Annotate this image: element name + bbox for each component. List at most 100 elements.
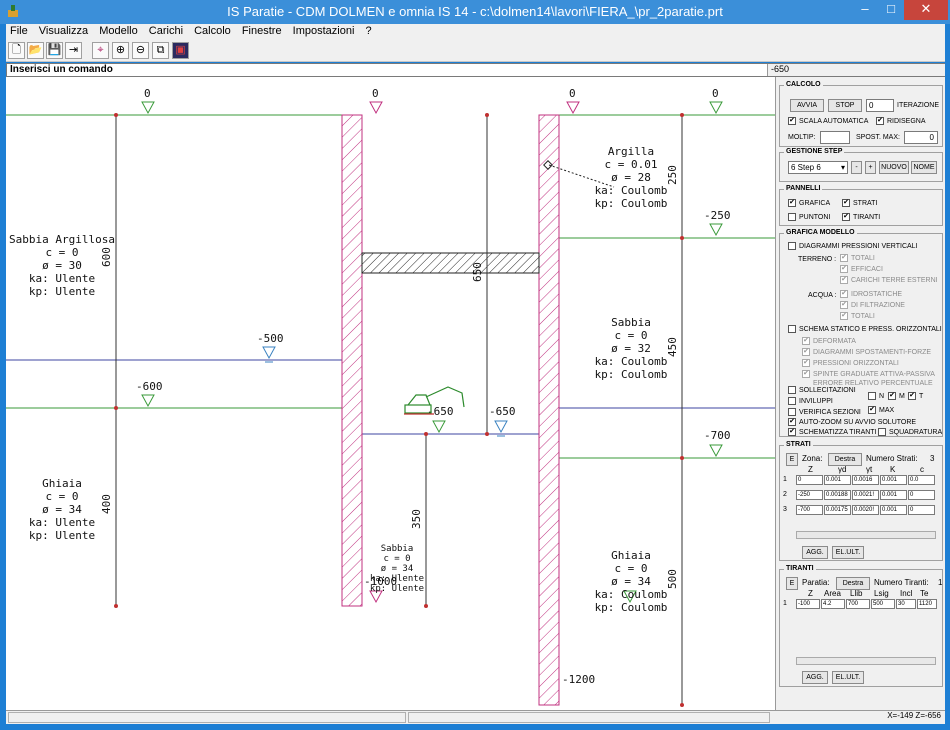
efficaci-checkbox[interactable]: ✔EFFICACI xyxy=(840,265,883,273)
table-cell[interactable]: 0.00188 xyxy=(824,490,851,500)
table-cell[interactable]: 0 xyxy=(796,475,823,485)
strati-elult-button[interactable]: EL.ULT. xyxy=(832,546,864,559)
n-checkbox[interactable]: N xyxy=(868,392,884,400)
errore-relativo-checkbox[interactable]: ERRORE RELATIVO PERCENTUALE xyxy=(813,380,933,387)
nuovo-button[interactable]: NUOVO xyxy=(879,161,909,174)
status-coords: X=-149 Z=-656 xyxy=(887,711,941,720)
menu-help[interactable]: ? xyxy=(365,25,372,37)
table-cell[interactable]: 0 xyxy=(908,490,935,500)
ridisegna-checkbox[interactable]: ✔RIDISEGNA xyxy=(876,117,926,125)
table-cell[interactable]: 30 xyxy=(896,599,916,609)
table-cell[interactable]: 4.2 xyxy=(821,599,845,609)
strati-checkbox[interactable]: ✔STRATI xyxy=(842,199,878,207)
strati-edit-button[interactable]: E xyxy=(786,453,798,466)
totali-acqua-checkbox[interactable]: ✔TOTALI xyxy=(840,312,875,320)
menu-impostazioni[interactable]: Impostazioni xyxy=(292,25,355,37)
avvia-button[interactable]: AVVIA xyxy=(790,99,824,112)
t-checkbox[interactable]: ✔T xyxy=(908,392,924,400)
squadratura-checkbox[interactable]: SQUADRATURA xyxy=(878,428,942,436)
schematizza-tiranti-checkbox[interactable]: ✔SCHEMATIZZA TIRANTI xyxy=(788,428,877,436)
diagrammi-pressioni-checkbox[interactable]: DIAGRAMMI PRESSIONI VERTICALI xyxy=(788,242,918,250)
save-icon[interactable]: 💾 xyxy=(46,42,63,59)
table-cell[interactable]: 500 xyxy=(871,599,895,609)
zoom-out-icon[interactable]: ⊖ xyxy=(132,42,149,59)
table-cell[interactable]: -250 xyxy=(796,490,823,500)
nome-button[interactable]: NOME xyxy=(911,161,937,174)
step-prev-button[interactable]: - xyxy=(851,161,862,174)
menu-file[interactable]: File xyxy=(10,25,28,37)
auto-zoom-checkbox[interactable]: ✔AUTO-ZOOM SU AVVIO SOLUTORE xyxy=(788,418,917,426)
iteration-field[interactable]: 0 xyxy=(866,99,894,112)
table-cell[interactable]: 0.001 xyxy=(824,475,851,485)
deformata-checkbox[interactable]: ✔DEFORMATA xyxy=(802,337,856,345)
table-cell[interactable]: 0 xyxy=(908,505,935,515)
grafica-checkbox[interactable]: ✔GRAFICA xyxy=(788,199,831,207)
zoom-in-icon[interactable]: ⊕ xyxy=(112,42,129,59)
schema-statico-checkbox[interactable]: SCHEMA STATICO E PRESS. ORIZZONTALI xyxy=(788,325,942,333)
menu-visualizza[interactable]: Visualizza xyxy=(38,25,89,37)
spost-max-field[interactable]: 0 xyxy=(904,131,938,144)
tiranti-paratia-button[interactable]: Destra xyxy=(836,577,870,590)
filtrazione-checkbox[interactable]: ✔DI FILTRAZIONE xyxy=(840,301,905,309)
menu-finestre[interactable]: Finestre xyxy=(241,25,282,37)
inviluppi-checkbox[interactable]: INVILUPPI xyxy=(788,397,833,405)
command-bar[interactable]: Inserisci un comando -650 xyxy=(6,63,945,77)
tiranti-scrollbar[interactable] xyxy=(796,657,936,665)
minimize-button[interactable]: – xyxy=(861,1,869,16)
dim-500: 500 xyxy=(666,569,679,589)
zoom-window-icon[interactable]: ⌖ xyxy=(92,42,109,59)
totali-checkbox[interactable]: ✔TOTALI xyxy=(840,254,875,262)
windows-icon[interactable]: ⧉ xyxy=(152,42,169,59)
idrostatiche-checkbox[interactable]: ✔IDROSTATICHE xyxy=(840,290,903,298)
excavator-icon xyxy=(404,386,465,415)
strati-scrollbar[interactable] xyxy=(796,531,936,539)
m-checkbox[interactable]: ✔M xyxy=(888,392,905,400)
maximize-button[interactable]: □ xyxy=(887,1,895,16)
menu-modello[interactable]: Modello xyxy=(99,25,138,37)
table-cell[interactable]: 0.0 xyxy=(908,475,935,485)
table-cell[interactable]: 0.00175 xyxy=(824,505,851,515)
level-label: 0 xyxy=(144,87,151,100)
carichi-terre-checkbox[interactable]: ✔CARICHI TERRE ESTERNI xyxy=(840,276,938,284)
table-cell[interactable]: 1120 xyxy=(917,599,937,609)
render-icon[interactable]: ▣ xyxy=(172,42,189,59)
strati-agg-button[interactable]: AGG. xyxy=(802,546,828,559)
soil-name: Sabbia xyxy=(381,544,414,554)
tiranti-agg-button[interactable]: AGG. xyxy=(802,671,828,684)
pressioni-orizzontali-checkbox[interactable]: ✔PRESSIONI ORIZZONTALI xyxy=(802,359,899,367)
tiranti-elult-button[interactable]: EL.ULT. xyxy=(832,671,864,684)
table-cell[interactable]: 0.001 xyxy=(880,505,907,515)
svg-text:c = 0: c = 0 xyxy=(45,246,78,259)
open-folder-icon[interactable]: 📂 xyxy=(27,42,44,59)
table-cell[interactable]: 700 xyxy=(846,599,870,609)
strati-zona-button[interactable]: Destra xyxy=(828,453,862,466)
step-next-button[interactable]: + xyxy=(865,161,876,174)
tiranti-checkbox[interactable]: ✔TIRANTI xyxy=(842,213,881,221)
close-button[interactable]: ✕ xyxy=(904,0,948,20)
stop-button[interactable]: STOP xyxy=(828,99,862,112)
menu-carichi[interactable]: Carichi xyxy=(148,25,184,37)
table-cell[interactable]: 0.001 xyxy=(880,475,907,485)
tiranti-edit-button[interactable]: E xyxy=(786,577,798,590)
table-cell[interactable]: 0.0016 xyxy=(852,475,879,485)
table-cell[interactable]: -100 xyxy=(796,599,820,609)
scala-automatica-checkbox[interactable]: ✔SCALA AUTOMATICA xyxy=(788,117,869,125)
svg-text:ø = 30: ø = 30 xyxy=(42,259,82,272)
spinte-graduate-checkbox[interactable]: ✔SPINTE GRADUATE ATTIVA-PASSIVA xyxy=(802,370,935,378)
verifica-sezioni-checkbox[interactable]: VERIFICA SEZIONI xyxy=(788,408,861,416)
table-cell[interactable]: -700 xyxy=(796,505,823,515)
exit-icon[interactable]: ⇥ xyxy=(65,42,82,59)
puntoni-checkbox[interactable]: PUNTONI xyxy=(788,213,830,221)
step-select[interactable]: 6 Step 6▾ xyxy=(788,161,848,174)
new-file-icon[interactable]: 🗋 xyxy=(8,42,25,59)
drawing-canvas[interactable]: 600 400 250 450 500 350 650 0 xyxy=(6,77,775,710)
menu-calcolo[interactable]: Calcolo xyxy=(194,25,231,37)
table-cell[interactable]: 0.001 xyxy=(880,490,907,500)
diagrammi-spostamenti-checkbox[interactable]: ✔DIAGRAMMI SPOSTAMENTI-FORZE xyxy=(802,348,932,356)
table-cell[interactable]: 0.0020! xyxy=(852,505,879,515)
moltip-field[interactable] xyxy=(820,131,850,144)
dim-400: 400 xyxy=(100,494,113,514)
sollecitazioni-checkbox[interactable]: SOLLECITAZIONI xyxy=(788,386,856,394)
table-cell[interactable]: 0.0021! xyxy=(852,490,879,500)
max-checkbox[interactable]: ✔MAX xyxy=(868,406,895,414)
